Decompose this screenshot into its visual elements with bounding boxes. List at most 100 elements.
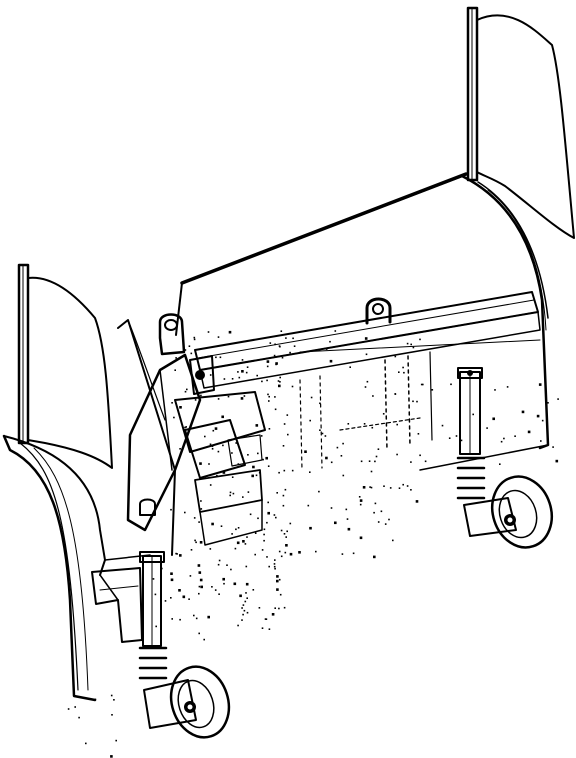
stipple-dot <box>283 606 286 609</box>
stipple-dot <box>359 499 363 502</box>
stipple-dot <box>209 484 212 486</box>
stipple-dot <box>345 508 348 511</box>
stipple-dot <box>241 370 244 373</box>
stipple-dot <box>398 371 400 373</box>
stipple-dot <box>370 486 373 489</box>
stipple-dot <box>111 714 113 716</box>
stipple-dot <box>78 716 80 719</box>
stipple-dot <box>211 586 213 588</box>
stipple-dot <box>115 739 117 742</box>
stipple-dot <box>402 366 404 369</box>
stipple-dot <box>342 442 344 445</box>
stipple-dot <box>182 595 186 599</box>
stipple-dot <box>194 539 196 542</box>
stipple-dot <box>329 359 333 363</box>
stipple-dot <box>200 500 202 502</box>
stipple-dot <box>196 390 199 393</box>
stipple-dot <box>460 439 463 442</box>
stipple-dot <box>175 357 177 359</box>
stipple-dot <box>247 491 250 493</box>
stipple-dot <box>171 618 173 620</box>
stipple-dot <box>219 356 222 359</box>
stipple-dot <box>195 541 197 544</box>
stipple-dot <box>389 487 392 489</box>
stipple-dot <box>275 363 277 366</box>
stipple-dot <box>371 426 374 429</box>
stipple-dot <box>247 454 249 456</box>
stipple-dot <box>188 598 190 600</box>
stipple-dot <box>374 502 377 505</box>
stipple-dot <box>362 486 366 489</box>
stipple-dot <box>240 397 244 400</box>
stipple-dot <box>364 337 368 340</box>
stipple-dot <box>208 463 210 465</box>
stipple-dot <box>276 588 279 591</box>
stipple-dot <box>222 444 224 447</box>
stipple-dot <box>231 378 234 380</box>
stipple-dot <box>375 455 378 458</box>
stipple-dot <box>315 550 317 553</box>
stipple-dot <box>244 543 247 545</box>
stipple-dot <box>223 378 226 380</box>
stipple-dot <box>309 526 312 530</box>
stipple-dot <box>199 541 203 544</box>
stipple-dot <box>198 592 200 595</box>
stipple-dot <box>281 356 284 359</box>
stipple-dot <box>209 548 212 550</box>
stipple-dot <box>262 458 264 461</box>
stipple-dot <box>245 592 247 594</box>
stipple-dot <box>273 563 276 565</box>
stipple-dot <box>377 448 380 450</box>
stipple-dot <box>239 594 242 598</box>
stipple-dot <box>245 371 248 374</box>
stipple-dot <box>241 619 243 621</box>
stipple-dot <box>209 443 212 446</box>
stipple-dot <box>252 589 255 591</box>
stipple-dot <box>275 516 277 519</box>
stipple-dot <box>255 474 258 477</box>
stipple-dot <box>179 448 181 450</box>
stipple-dot <box>170 572 173 575</box>
stipple-dot <box>254 553 256 556</box>
stipple-dot <box>215 356 217 359</box>
stipple-dot <box>492 417 495 421</box>
stipple-dot <box>193 338 196 341</box>
stipple-dot <box>291 469 294 472</box>
stipple-dot <box>540 440 542 442</box>
stipple-dot <box>398 487 401 489</box>
pivot-mount <box>139 313 215 516</box>
stipple-dot <box>319 429 321 431</box>
stipple-dot <box>283 469 286 472</box>
stipple-dot <box>334 330 337 332</box>
stipple-dot <box>506 386 509 388</box>
stipple-dot <box>455 435 458 437</box>
stipple-dot <box>547 402 549 404</box>
stipple-dot <box>216 474 218 477</box>
stipple-dot <box>450 383 452 386</box>
stipple-dot <box>307 504 310 507</box>
stipple-dot <box>184 426 186 429</box>
stipple-dot <box>304 450 307 453</box>
stipple-dot <box>396 453 398 456</box>
stipple-dot <box>178 589 181 592</box>
stipple-dot <box>268 395 270 398</box>
stipple-dot <box>257 452 259 455</box>
stipple-dot <box>238 376 241 379</box>
stipple-dot <box>349 366 351 368</box>
left-skid-bracket <box>91 554 151 643</box>
stipple-dot <box>359 503 362 506</box>
stipple-dot <box>410 343 412 346</box>
stipple-dot <box>193 517 196 519</box>
stipple-dot <box>246 611 249 614</box>
stipple-dot <box>242 540 245 543</box>
stipple-dot <box>246 597 248 599</box>
stipple-dot <box>267 501 269 504</box>
stipple-dot <box>552 446 554 448</box>
stipple-dot <box>267 465 270 467</box>
stipple-dot <box>113 699 115 701</box>
stipple-dot <box>280 529 283 532</box>
stipple-dot <box>347 527 351 531</box>
stipple-dot <box>223 582 225 585</box>
stipple-dot <box>369 486 371 488</box>
stipple-dot <box>374 460 376 463</box>
